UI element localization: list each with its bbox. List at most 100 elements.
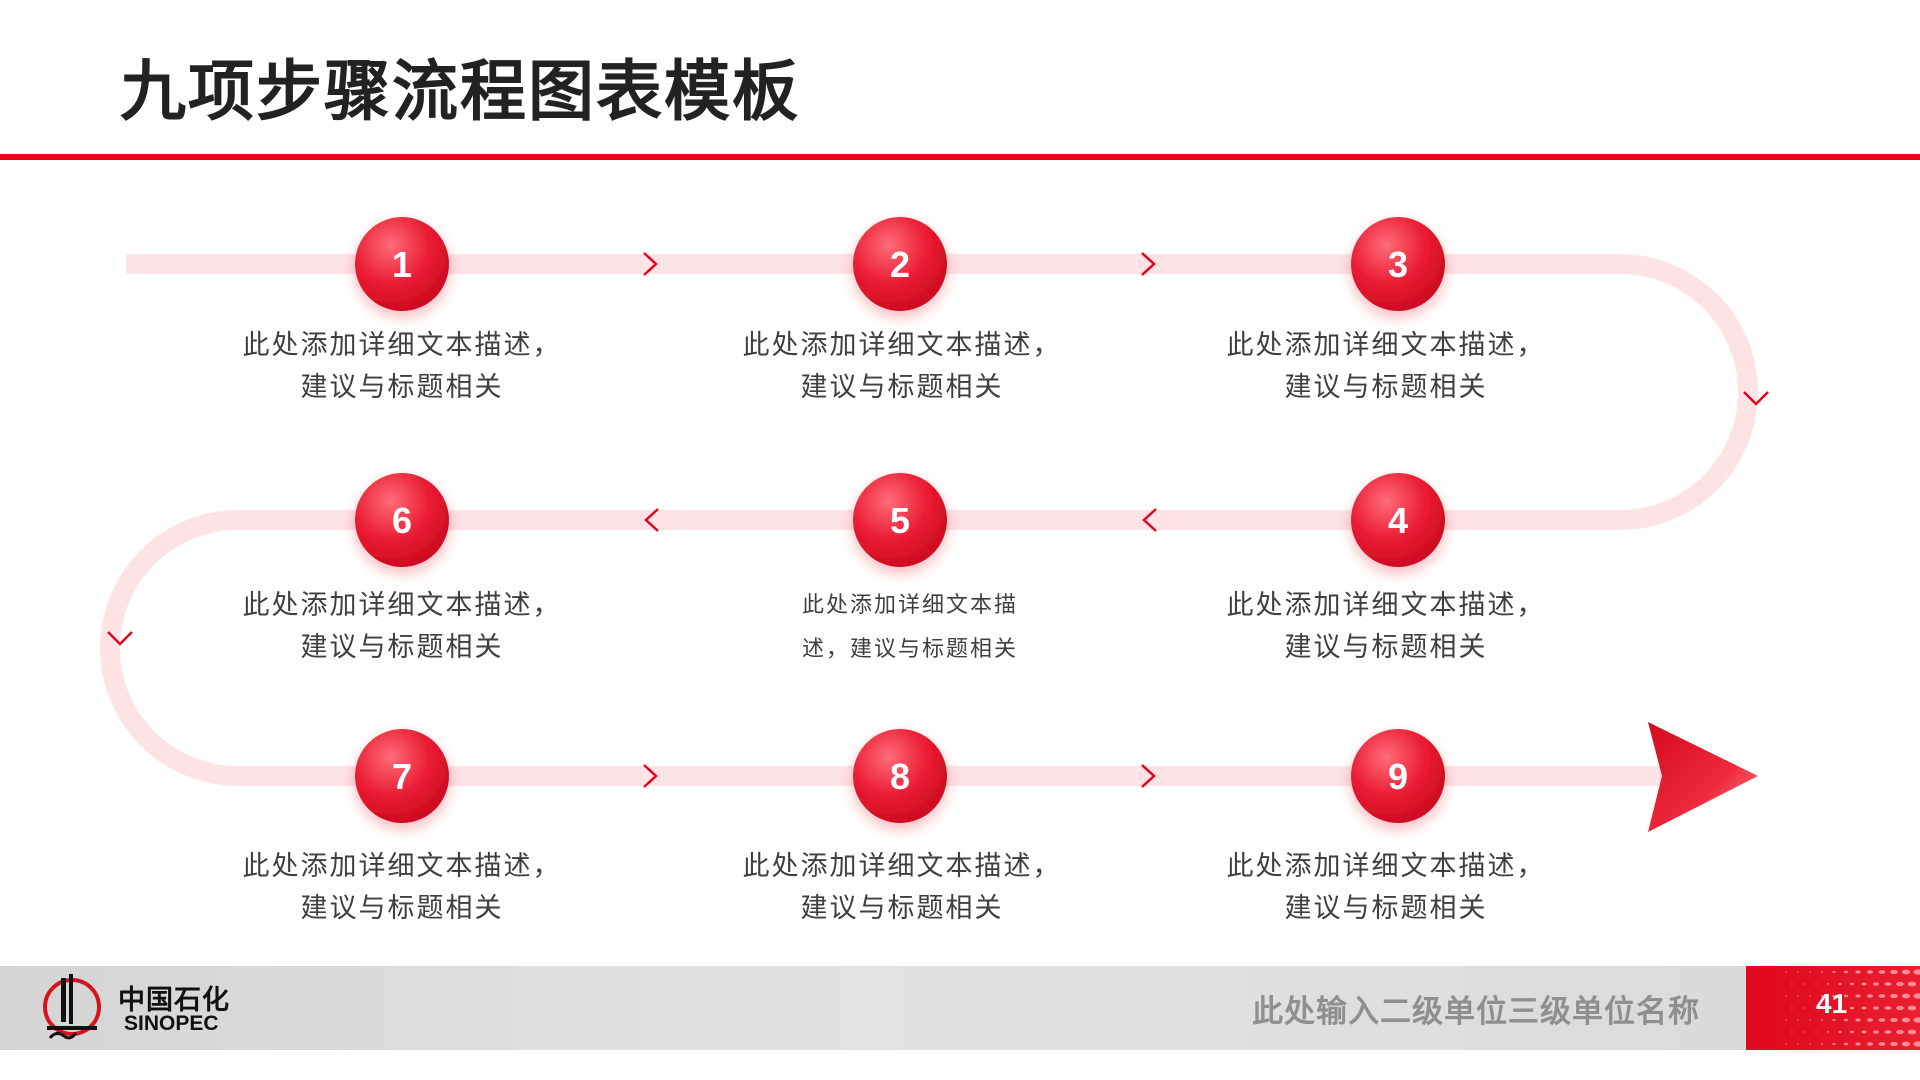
decor-dot — [1797, 995, 1799, 997]
decor-dot — [1838, 983, 1842, 985]
step-2-description: 此处添加详细文本描述， 建议与标题相关 — [722, 325, 1082, 409]
decor-dot — [1820, 971, 1824, 973]
step-2-desc-line2: 建议与标题相关 — [800, 372, 1004, 403]
step-7-desc-line2: 建议与标题相关 — [300, 893, 504, 924]
decor-dot — [1873, 1006, 1879, 1010]
decor-dot — [1809, 971, 1811, 973]
decor-dot — [1855, 1042, 1861, 1046]
decor-dot — [1901, 1017, 1911, 1023]
page-title: 九项步骤流程图表模板 — [120, 53, 800, 130]
decor-dot — [1843, 1042, 1849, 1046]
decor-dot — [1907, 981, 1917, 987]
page-number: 41 — [1816, 988, 1848, 1019]
decor-dot — [1896, 981, 1904, 987]
decor-dot — [1797, 971, 1799, 973]
decorative-dot-pattern — [1785, 969, 1920, 1047]
decor-dot — [1809, 995, 1811, 997]
step-1-desc-line1: 此处添加详细文本描述， — [242, 330, 562, 361]
step-3-desc-line1: 此处添加详细文本描述， — [1226, 330, 1546, 361]
decor-dot — [1785, 1043, 1787, 1045]
step-1-desc-line2: 建议与标题相关 — [300, 372, 504, 403]
step-6-marker: 6 — [355, 473, 449, 567]
step-7-description: 此处添加详细文本描述， 建议与标题相关 — [222, 846, 582, 930]
decor-dot — [1809, 1043, 1811, 1045]
decor-dot — [1849, 1006, 1855, 1010]
step-3-marker: 3 — [1351, 217, 1445, 311]
decor-dot — [1832, 971, 1836, 973]
decor-dot — [1826, 1007, 1830, 1009]
decor-dot — [1867, 970, 1873, 974]
step-7-marker: 7 — [355, 729, 449, 823]
decor-dot — [1901, 993, 1911, 999]
step-5-number: 5 — [890, 500, 910, 541]
chevron-right-icon — [643, 764, 658, 788]
decor-dot — [1907, 1029, 1917, 1035]
step-7-circle — [355, 729, 449, 823]
decor-dot — [1873, 982, 1879, 986]
decor-dot — [1791, 983, 1793, 985]
step-3-description: 此处添加详细文本描述， 建议与标题相关 — [1206, 325, 1566, 409]
step-1-description: 此处添加详细文本描述， 建议与标题相关 — [222, 325, 582, 409]
decor-dot — [1913, 993, 1920, 999]
step-8-number: 8 — [890, 756, 910, 797]
chevron-left-icon — [644, 508, 659, 532]
decor-dot — [1785, 971, 1787, 973]
decor-dot — [1815, 1007, 1817, 1009]
step-9-desc-line1: 此处添加详细文本描述， — [1226, 851, 1546, 882]
unit-name-text: 此处输入二级单位三级单位名称 — [1252, 994, 1700, 1030]
decor-dot — [1907, 1005, 1917, 1011]
decor-dot — [1797, 1019, 1799, 1021]
decor-dot — [1855, 1018, 1861, 1022]
step-7-desc-line1: 此处添加详细文本描述， — [242, 851, 562, 882]
step-9-description: 此处添加详细文本描述， 建议与标题相关 — [1206, 846, 1566, 930]
decor-dot — [1867, 994, 1873, 998]
decor-dot — [1884, 982, 1892, 986]
step-4-marker: 4 — [1351, 473, 1445, 567]
decor-dot — [1896, 1029, 1904, 1035]
decor-dot — [1849, 1030, 1855, 1034]
decor-dot — [1785, 995, 1787, 997]
decor-dot — [1861, 1006, 1867, 1010]
step-9-desc-line2: 建议与标题相关 — [1284, 893, 1488, 924]
decor-dot — [1884, 1006, 1892, 1010]
decor-dot — [1873, 1030, 1879, 1034]
decor-dot — [1913, 969, 1920, 975]
step-2-number: 2 — [890, 244, 910, 285]
step-5-marker: 5 — [853, 473, 947, 567]
decor-dot — [1832, 1019, 1836, 1021]
step-3-number: 3 — [1388, 244, 1408, 285]
step-6-number: 6 — [392, 500, 412, 541]
step-6-circle — [355, 473, 449, 567]
chevron-right-icon — [1141, 252, 1156, 276]
decor-dot — [1803, 1007, 1805, 1009]
step-3-desc-line2: 建议与标题相关 — [1284, 372, 1488, 403]
step-9-marker: 9 — [1351, 729, 1445, 823]
chevron-left-icon — [1142, 508, 1157, 532]
step-9-circle — [1351, 729, 1445, 823]
decor-dot — [1820, 1019, 1824, 1021]
decor-dot — [1913, 1041, 1920, 1047]
step-6-desc-line2: 建议与标题相关 — [300, 632, 504, 663]
chevron-down-icon — [1743, 391, 1769, 406]
decor-dot — [1890, 1017, 1898, 1023]
decor-dot — [1826, 983, 1830, 985]
step-8-desc-line2: 建议与标题相关 — [800, 893, 1004, 924]
decor-dot — [1890, 993, 1898, 999]
footer-bar: 中国石化 SINOPEC 此处输入二级单位三级单位名称 41 — [0, 966, 1920, 1050]
decor-dot — [1838, 1031, 1842, 1033]
decor-dot — [1803, 1031, 1805, 1033]
step-5-desc-line1: 此处添加详细文本描 — [801, 593, 1018, 618]
decor-dot — [1785, 1019, 1787, 1021]
step-4-circle — [1351, 473, 1445, 567]
direction-chevrons — [107, 252, 1769, 788]
decor-dot — [1809, 1019, 1811, 1021]
step-4-desc-line1: 此处添加详细文本描述， — [1226, 590, 1546, 621]
decor-dot — [1867, 1018, 1873, 1022]
decor-dot — [1826, 1031, 1830, 1033]
decor-dot — [1901, 969, 1911, 975]
step-6-description: 此处添加详细文本描述， 建议与标题相关 — [222, 585, 582, 669]
decor-dot — [1843, 970, 1849, 974]
decor-dot — [1849, 982, 1855, 986]
decor-dot — [1913, 1017, 1920, 1023]
